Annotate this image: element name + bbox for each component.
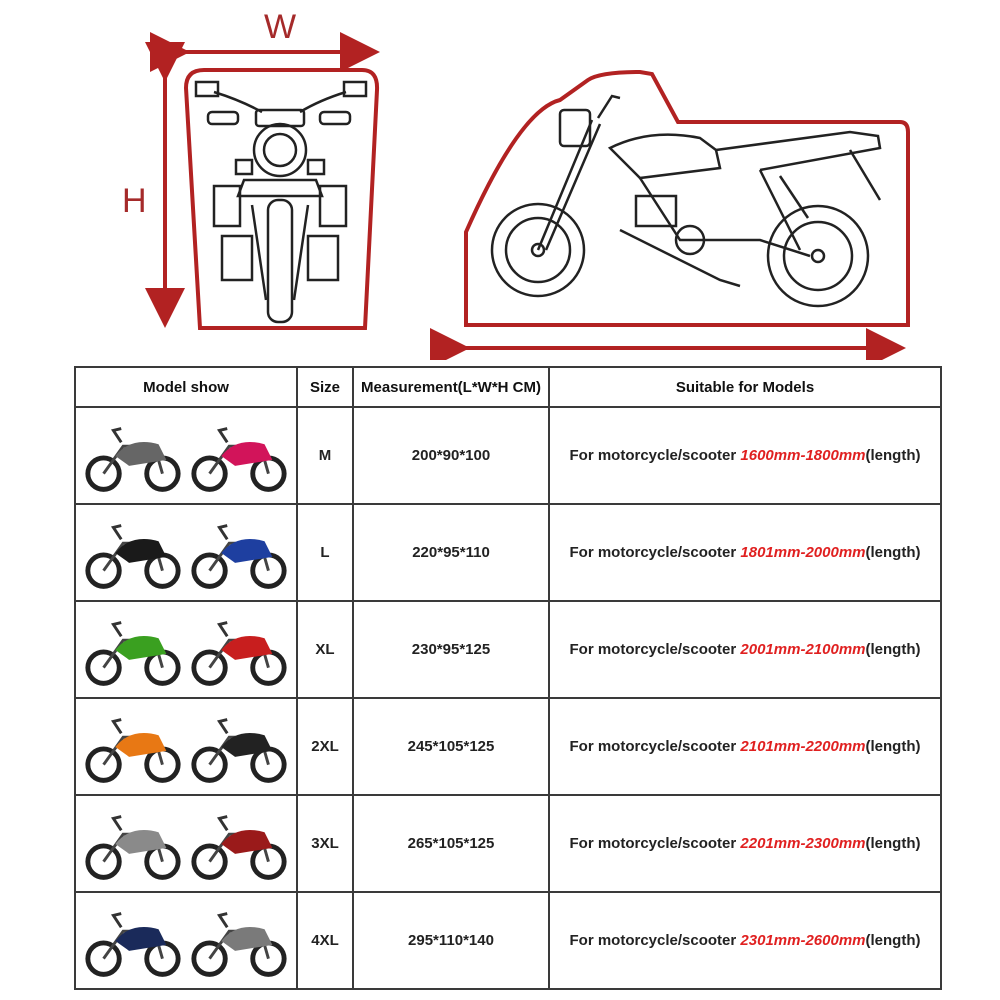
suitable-suffix: (length) — [865, 932, 921, 949]
length-range: 2201mm-2300mm — [740, 835, 866, 852]
length-range: 2301mm-2600mm — [740, 932, 866, 949]
suitable-prefix: For motorcycle/scooter — [569, 932, 741, 949]
suitable-prefix: For motorcycle/scooter — [569, 738, 741, 755]
measurement-cell: 295*110*140 — [352, 891, 550, 990]
blue-scooter-photo — [186, 513, 292, 593]
measurement-cell: 200*90*100 — [352, 406, 550, 505]
red-sportbike-photo — [186, 610, 292, 690]
diagram-svg — [145, 32, 910, 368]
length-range: 2101mm-2200mm — [740, 738, 866, 755]
suitable-models-cell: For motorcycle/scooter 2301mm-2600mm(len… — [548, 891, 942, 990]
suitable-models-text: For motorcycle/scooter 2101mm-2200mm(len… — [570, 738, 921, 755]
size-cell: 3XL — [296, 794, 354, 893]
suitable-models-cell: For motorcycle/scooter 1801mm-2000mm(len… — [548, 503, 942, 602]
measurement-cell: 220*95*110 — [352, 503, 550, 602]
model-show-cell — [74, 406, 298, 505]
side-motorcycle-sketch — [490, 94, 882, 308]
length-range: 2001mm-2100mm — [740, 641, 866, 658]
model-show-cell — [74, 794, 298, 893]
table-row: 2XL 245*105*125 For motorcycle/scooter 2… — [74, 697, 942, 796]
table-row: 3XL 265*105*125 For motorcycle/scooter 2… — [74, 794, 942, 893]
suitable-prefix: For motorcycle/scooter — [569, 641, 741, 658]
suitable-suffix: (length) — [865, 738, 921, 755]
suitable-suffix: (length) — [865, 447, 921, 464]
model-show-cell — [74, 697, 298, 796]
suitable-suffix: (length) — [865, 641, 921, 658]
size-cell: XL — [296, 600, 354, 699]
table-row: L 220*95*110 For motorcycle/scooter 1801… — [74, 503, 942, 602]
suitable-prefix: For motorcycle/scooter — [569, 544, 741, 561]
size-chart-table: Model show Size Measurement(L*W*H CM) Su… — [74, 366, 942, 990]
suitable-models-cell: For motorcycle/scooter 2001mm-2100mm(len… — [548, 600, 942, 699]
bicycle-photo — [80, 416, 186, 496]
suitable-models-cell: For motorcycle/scooter 1600mm-1800mm(len… — [548, 406, 942, 505]
length-range: 1801mm-2000mm — [740, 544, 866, 561]
side-cover-outline — [464, 69, 910, 327]
measurement-cell: 230*95*125 — [352, 600, 550, 699]
header-model-show: Model show — [74, 366, 298, 408]
measurement-cell: 245*105*125 — [352, 697, 550, 796]
table-row: XL 230*95*125 For motorcycle/scooter 200… — [74, 600, 942, 699]
gray-goldwing-photo — [186, 901, 292, 981]
orange-dirtbike-photo — [80, 707, 186, 787]
header-suitable-models: Suitable for Models — [548, 366, 942, 408]
suitable-models-text: For motorcycle/scooter 1801mm-2000mm(len… — [570, 544, 921, 561]
suitable-models-text: For motorcycle/scooter 2201mm-2300mm(len… — [570, 835, 921, 852]
underbone-motorcycle-photo — [80, 513, 186, 593]
size-cell: L — [296, 503, 354, 602]
suitable-suffix: (length) — [865, 544, 921, 561]
table-row: 4XL 295*110*140 For motorcycle/scooter 2… — [74, 891, 942, 990]
suitable-models-cell: For motorcycle/scooter 2201mm-2300mm(len… — [548, 794, 942, 893]
table-header-row: Model show Size Measurement(L*W*H CM) Su… — [74, 366, 942, 408]
height-label: H — [122, 182, 147, 220]
suitable-models-text: For motorcycle/scooter 2001mm-2100mm(len… — [570, 641, 921, 658]
model-show-cell — [74, 503, 298, 602]
silver-touring-bike-photo — [80, 804, 186, 884]
length-range: 1600mm-1800mm — [740, 447, 866, 464]
size-cell: M — [296, 406, 354, 505]
size-cell: 4XL — [296, 891, 354, 990]
width-label: W — [264, 8, 297, 46]
measurement-cell: 265*105*125 — [352, 794, 550, 893]
header-size: Size — [296, 366, 354, 408]
table-row: M 200*90*100 For motorcycle/scooter 1600… — [74, 406, 942, 505]
table-body: M 200*90*100 For motorcycle/scooter 1600… — [74, 406, 942, 990]
model-show-cell — [74, 891, 298, 990]
suitable-suffix: (length) — [865, 835, 921, 852]
suitable-models-text: For motorcycle/scooter 1600mm-1800mm(len… — [570, 447, 921, 464]
suitable-models-cell: For motorcycle/scooter 2101mm-2200mm(len… — [548, 697, 942, 796]
red-touring-bike-photo — [186, 804, 292, 884]
front-motorcycle-sketch — [194, 80, 368, 324]
blue-cruiser-photo — [80, 901, 186, 981]
front-cover-outline — [183, 68, 380, 330]
suitable-models-text: For motorcycle/scooter 2301mm-2600mm(len… — [570, 932, 921, 949]
size-cell: 2XL — [296, 697, 354, 796]
suitable-prefix: For motorcycle/scooter — [569, 447, 741, 464]
suitable-prefix: For motorcycle/scooter — [569, 835, 741, 852]
model-show-cell — [74, 600, 298, 699]
black-naked-bike-photo — [186, 707, 292, 787]
pink-scooter-photo — [186, 416, 292, 496]
cover-dimension-diagram: W H — [0, 0, 1000, 368]
green-sportbike-photo — [80, 610, 186, 690]
header-measurement: Measurement(L*W*H CM) — [352, 366, 550, 408]
